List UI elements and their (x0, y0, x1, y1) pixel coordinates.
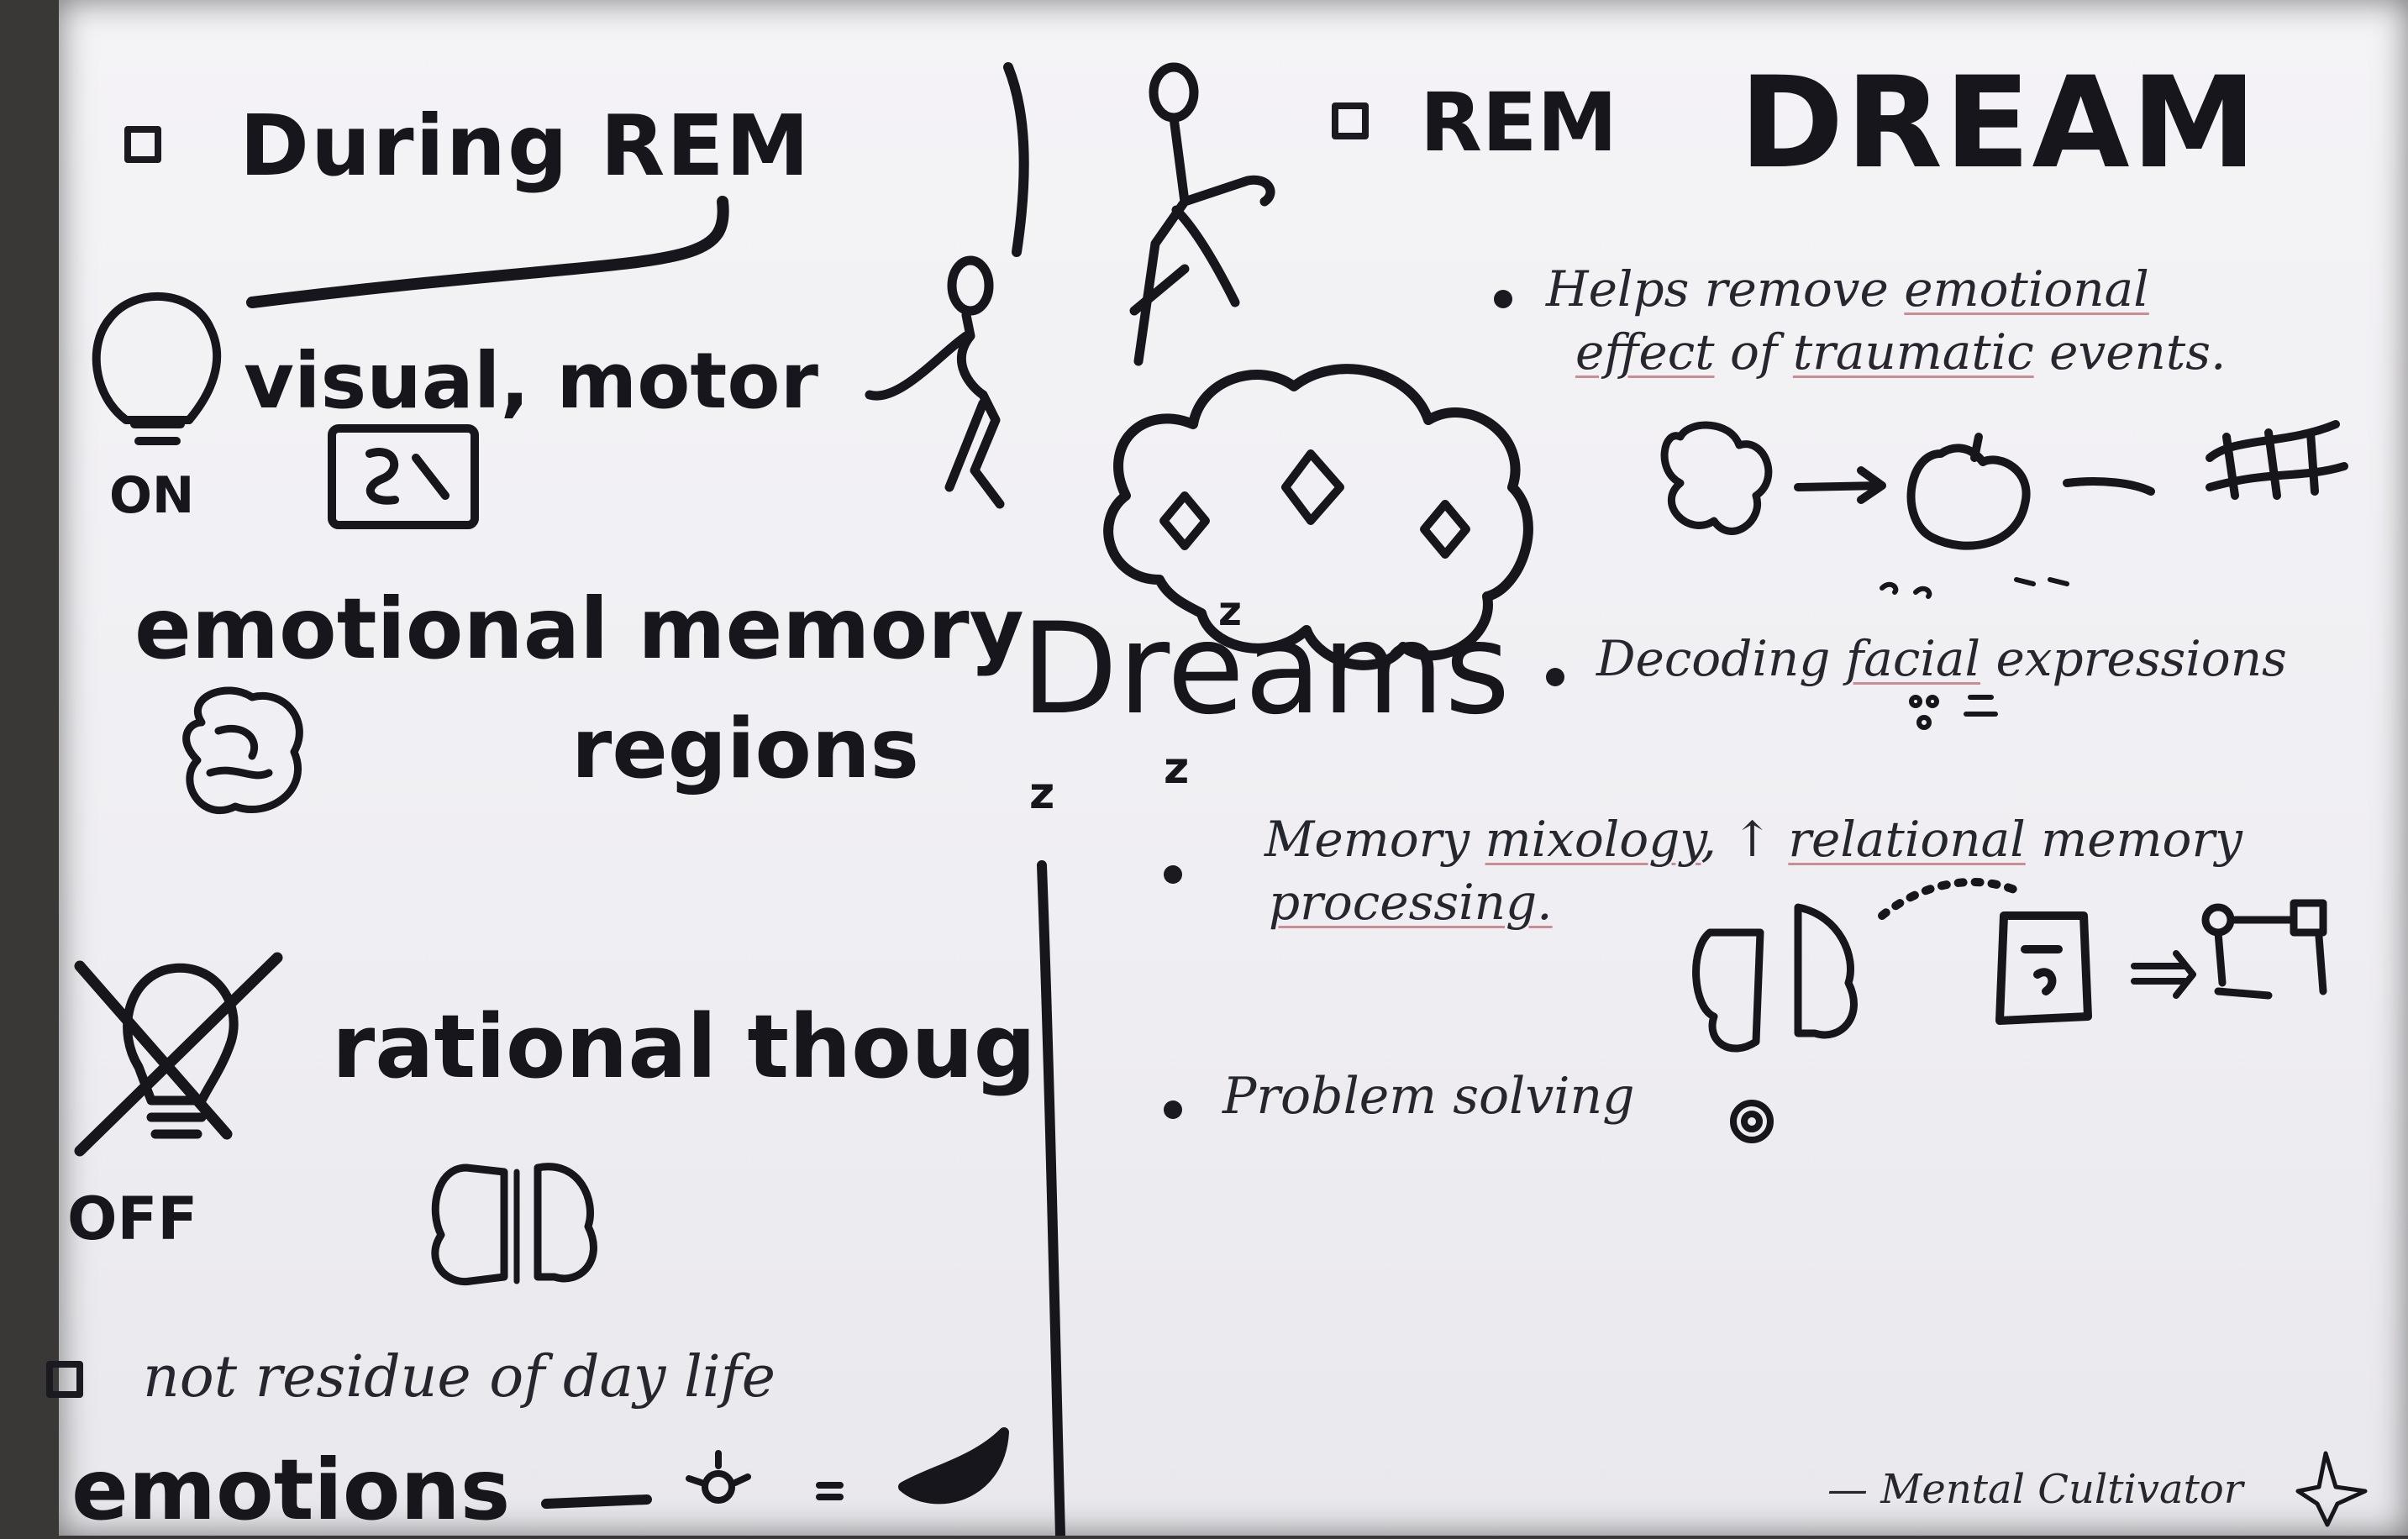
b1-text-d: of (1714, 323, 1793, 381)
bullet-1-line-1: Helps remove emotional (1546, 260, 2149, 318)
b2-text-c: expressions (1980, 630, 2287, 687)
emotional-memory-text: emotional memory (134, 580, 1024, 678)
b2-text-a: Decoding (1596, 630, 1846, 687)
z-letter-2: z (1029, 769, 1055, 819)
visual-motor-text: visual, motor (244, 336, 818, 426)
rational-thought-text: rational though (332, 995, 1029, 1098)
b1-text-b: emotional (1904, 260, 2149, 318)
b1-text-e: traumatic (1792, 323, 2034, 381)
z-letter-1: z (1218, 588, 1242, 635)
z-letter-3: z (1164, 743, 1190, 794)
b1-text-a: Helps remove (1546, 260, 1905, 318)
checkbox-during-rem (124, 126, 161, 163)
paper-sheet (59, 0, 2408, 1536)
dream-big-heading: DREAM (1739, 50, 2258, 197)
emotions-text: emotions (71, 1441, 511, 1539)
bullet-1-line-2: effect of traumatic events. (1575, 323, 2226, 381)
b3-text-a: Memory (1264, 811, 1485, 868)
rem-small-heading: REM (1420, 76, 1618, 170)
b1-text-f: events. (2033, 323, 2227, 381)
b3-text-e: memory (2025, 811, 2242, 868)
bullet-3-line-2: processing. (1269, 874, 1553, 931)
regions-text: regions (571, 701, 919, 797)
bullet-2 (1546, 668, 1564, 686)
b3-text-c: , ↑ (1701, 811, 1789, 868)
dreams-title: Dreams (1021, 596, 1511, 743)
b2-text-b: facial (1845, 630, 1981, 687)
signature: — Mental Cultivator (1827, 1466, 2243, 1513)
bullet-3 (1164, 865, 1182, 884)
bullet-1 (1494, 290, 1512, 308)
checkbox-rem-dream (1332, 102, 1369, 139)
checkbox-not-residue (46, 1361, 83, 1398)
bullet-2-line: Decoding facial expressions (1596, 630, 2287, 687)
bullet-4-line: Problem solving (1222, 1067, 1635, 1126)
not-residue-text: not residue of day life (143, 1344, 776, 1410)
off-label: OFF (67, 1184, 198, 1253)
on-label: ON (109, 466, 195, 525)
bullet-4 (1164, 1100, 1182, 1119)
bullet-3-line-1: Memory mixology, ↑ relational memory (1264, 811, 2242, 868)
b1-text-c: effect (1575, 323, 1715, 381)
during-rem-heading: During REM (239, 97, 812, 195)
b3-text-d: relational (1788, 811, 2026, 868)
b3-text-b: mixology (1485, 811, 1701, 868)
